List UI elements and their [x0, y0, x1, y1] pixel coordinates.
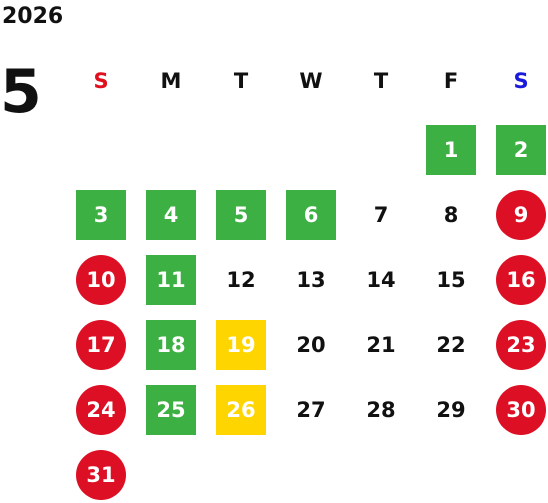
- day-cell-11[interactable]: 11: [146, 255, 196, 305]
- day-cell-22[interactable]: 22: [436, 333, 466, 357]
- day-cell-6[interactable]: 6: [286, 190, 336, 240]
- weekday-sat: S: [513, 69, 529, 93]
- day-cell-14[interactable]: 14: [366, 268, 396, 292]
- day-cell-25[interactable]: 25: [146, 385, 196, 435]
- day-cell-13[interactable]: 13: [296, 268, 326, 292]
- day-cell-2[interactable]: 2: [496, 125, 546, 175]
- day-cell-16[interactable]: 16: [496, 255, 546, 305]
- day-cell-20[interactable]: 20: [296, 333, 326, 357]
- day-cell-8[interactable]: 8: [443, 203, 459, 227]
- day-cell-10[interactable]: 10: [76, 255, 126, 305]
- month-number: 5: [0, 57, 42, 127]
- day-cell-27[interactable]: 27: [296, 398, 326, 422]
- day-cell-1[interactable]: 1: [426, 125, 476, 175]
- day-cell-28[interactable]: 28: [366, 398, 396, 422]
- weekday-sun: S: [93, 69, 109, 93]
- day-cell-9[interactable]: 9: [496, 190, 546, 240]
- day-cell-26[interactable]: 26: [216, 385, 266, 435]
- day-cell-31[interactable]: 31: [76, 450, 126, 500]
- day-cell-19[interactable]: 19: [216, 320, 266, 370]
- weekday-fri: F: [443, 69, 459, 93]
- day-cell-4[interactable]: 4: [146, 190, 196, 240]
- day-cell-12[interactable]: 12: [226, 268, 256, 292]
- day-cell-5[interactable]: 5: [216, 190, 266, 240]
- day-cell-30[interactable]: 30: [496, 385, 546, 435]
- day-cell-29[interactable]: 29: [436, 398, 466, 422]
- day-cell-7[interactable]: 7: [373, 203, 389, 227]
- day-cell-18[interactable]: 18: [146, 320, 196, 370]
- day-cell-15[interactable]: 15: [436, 268, 466, 292]
- day-cell-21[interactable]: 21: [366, 333, 396, 357]
- day-cell-23[interactable]: 23: [496, 320, 546, 370]
- day-cell-24[interactable]: 24: [76, 385, 126, 435]
- weekday-thu: T: [373, 69, 389, 93]
- weekday-wed: W: [299, 69, 323, 93]
- weekday-tue: T: [233, 69, 249, 93]
- year-label: 2026: [2, 4, 64, 29]
- weekday-mon: M: [160, 69, 182, 93]
- day-cell-3[interactable]: 3: [76, 190, 126, 240]
- day-cell-17[interactable]: 17: [76, 320, 126, 370]
